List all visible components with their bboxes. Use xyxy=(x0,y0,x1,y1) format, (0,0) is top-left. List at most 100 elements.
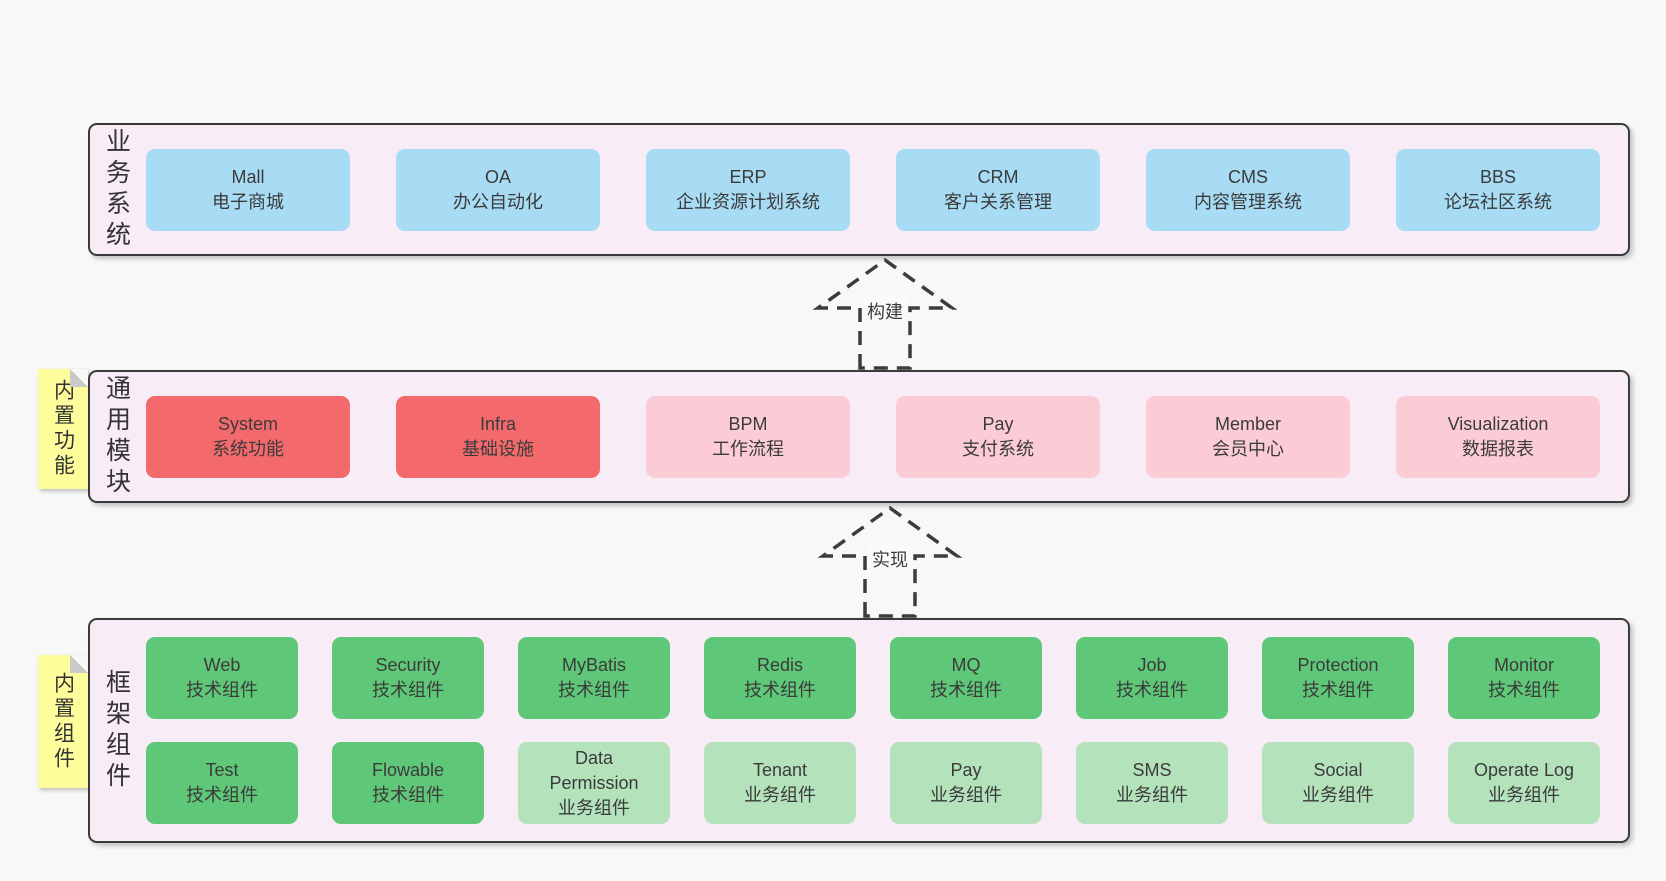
box-bbs: BBS 论坛社区系统 xyxy=(1396,148,1600,231)
dashed-up-arrow-icon xyxy=(817,505,963,618)
box-subtitle: 业务组件 xyxy=(558,797,630,818)
box-subtitle: 论坛社区系统 xyxy=(1444,191,1552,212)
box-title: Monitor xyxy=(1493,655,1555,675)
arrow-label: 构建 xyxy=(863,296,907,326)
box-subtitle: 客户关系管理 xyxy=(944,191,1052,212)
sticky-note-built-in-features: 内置功能 xyxy=(38,369,88,489)
box-subtitle: 基础设施 xyxy=(462,438,534,459)
box-member: Member 会员中心 xyxy=(1146,395,1350,478)
box-subtitle: 业务组件 xyxy=(1302,785,1374,805)
box-subtitle: 会员中心 xyxy=(1212,438,1284,459)
box-job: Job 技术组件 xyxy=(1076,637,1228,719)
box-subtitle: 技术组件 xyxy=(1302,680,1374,700)
box-title: BPM xyxy=(728,413,768,434)
box-title: Pay xyxy=(982,413,1014,434)
sticky-note-built-in-components: 内置组件 xyxy=(38,655,88,788)
box-title: MQ xyxy=(951,655,981,675)
box-title: Web xyxy=(203,655,241,675)
box-title: System xyxy=(217,413,278,434)
box-title: Job xyxy=(1137,655,1167,675)
box-crm: CRM 客户关系管理 xyxy=(896,148,1100,231)
business-boxes-row: Mall 电子商城 OA 办公自动化 ERP 企业资源计划系统 CRM 客户关系… xyxy=(142,125,1628,254)
box-title: Visualization xyxy=(1447,413,1549,434)
box-mall: Mall 电子商城 xyxy=(146,148,350,231)
box-test: Test 技术组件 xyxy=(146,742,298,824)
arrow-label: 实现 xyxy=(868,544,912,574)
box-title: Test xyxy=(205,760,239,780)
box-title: Data Permission xyxy=(549,747,639,793)
box-title: Flowable xyxy=(371,760,445,780)
box-mq: MQ 技术组件 xyxy=(890,637,1042,719)
box-title: Social xyxy=(1313,760,1363,780)
box-subtitle: 技术组件 xyxy=(186,785,258,805)
sticky-note-label: 内置组件 xyxy=(51,671,75,772)
box-subtitle: 支付系统 xyxy=(962,438,1034,459)
box-subtitle: 办公自动化 xyxy=(453,191,543,212)
box-tenant: Tenant 业务组件 xyxy=(704,742,856,824)
layer-label-column: 框架组件 xyxy=(90,620,142,841)
box-title: Tenant xyxy=(752,760,808,780)
box-title: OA xyxy=(484,166,511,187)
components-row-2: Test 技术组件 Flowable 技术组件 Data Permission … xyxy=(146,742,1600,824)
components-row-1: Web 技术组件 Security 技术组件 MyBatis 技术组件 Redi… xyxy=(146,637,1600,719)
layer-business-systems: 业务系统 Mall 电子商城 OA 办公自动化 ERP 企业资源计划系统 CRM… xyxy=(88,123,1630,256)
box-subtitle: 技术组件 xyxy=(186,680,258,700)
box-redis: Redis 技术组件 xyxy=(704,637,856,719)
layer-label: 框架组件 xyxy=(102,668,131,793)
box-operate-log: Operate Log 业务组件 xyxy=(1448,742,1600,824)
box-title: Pay xyxy=(950,760,982,780)
box-web: Web 技术组件 xyxy=(146,637,298,719)
box-title: Mall xyxy=(231,166,265,187)
box-data-permission: Data Permission 业务组件 xyxy=(518,742,670,824)
box-subtitle: 技术组件 xyxy=(930,680,1002,700)
box-sms: SMS 业务组件 xyxy=(1076,742,1228,824)
arrow-implement: 实现 xyxy=(815,504,965,618)
box-subtitle: 技术组件 xyxy=(744,680,816,700)
box-subtitle: 数据报表 xyxy=(1462,438,1534,459)
box-title: BBS xyxy=(1479,166,1517,187)
box-flowable: Flowable 技术组件 xyxy=(332,742,484,824)
box-visualization: Visualization 数据报表 xyxy=(1396,395,1600,478)
box-title: ERP xyxy=(729,166,767,187)
box-protection: Protection 技术组件 xyxy=(1262,637,1414,719)
box-oa: OA 办公自动化 xyxy=(396,148,600,231)
box-subtitle: 业务组件 xyxy=(744,785,816,805)
layer-label-column: 通用模块 xyxy=(90,372,142,501)
box-bpm: BPM 工作流程 xyxy=(646,395,850,478)
box-title: Infra xyxy=(479,413,517,434)
box-title: MyBatis xyxy=(561,655,626,675)
box-system: System 系统功能 xyxy=(146,395,350,478)
box-subtitle: 技术组件 xyxy=(1116,680,1188,700)
box-subtitle: 技术组件 xyxy=(372,785,444,805)
box-security: Security 技术组件 xyxy=(332,637,484,719)
dashed-up-arrow-icon xyxy=(812,257,958,370)
box-subtitle: 电子商城 xyxy=(212,191,284,212)
modules-boxes-row: System 系统功能 Infra 基础设施 BPM 工作流程 Pay 支付系统… xyxy=(142,372,1628,501)
box-subtitle: 系统功能 xyxy=(212,438,284,459)
box-subtitle: 业务组件 xyxy=(930,785,1002,805)
box-title: Redis xyxy=(756,655,804,675)
box-subtitle: 业务组件 xyxy=(1488,785,1560,805)
box-mybatis: MyBatis 技术组件 xyxy=(518,637,670,719)
box-title: Member xyxy=(1214,413,1281,434)
box-subtitle: 技术组件 xyxy=(372,680,444,700)
layer-common-modules: 通用模块 System 系统功能 Infra 基础设施 BPM 工作流程 Pay… xyxy=(88,370,1630,503)
box-infra: Infra 基础设施 xyxy=(396,395,600,478)
box-subtitle: 工作流程 xyxy=(712,438,784,459)
components-rows: Web 技术组件 Security 技术组件 MyBatis 技术组件 Redi… xyxy=(142,620,1628,841)
box-title: Protection xyxy=(1297,655,1379,675)
arrow-build: 构建 xyxy=(810,256,960,370)
box-social: Social 业务组件 xyxy=(1262,742,1414,824)
box-pay-component: Pay 业务组件 xyxy=(890,742,1042,824)
box-title: SMS xyxy=(1132,760,1172,780)
box-title: CRM xyxy=(977,166,1019,187)
box-subtitle: 业务组件 xyxy=(1116,785,1188,805)
box-cms: CMS 内容管理系统 xyxy=(1146,148,1350,231)
sticky-note-label: 内置功能 xyxy=(51,379,75,479)
box-subtitle: 技术组件 xyxy=(558,680,630,700)
box-title: Security xyxy=(375,655,441,675)
layer-label: 通用模块 xyxy=(102,374,131,499)
box-erp: ERP 企业资源计划系统 xyxy=(646,148,850,231)
box-subtitle: 企业资源计划系统 xyxy=(676,191,820,212)
